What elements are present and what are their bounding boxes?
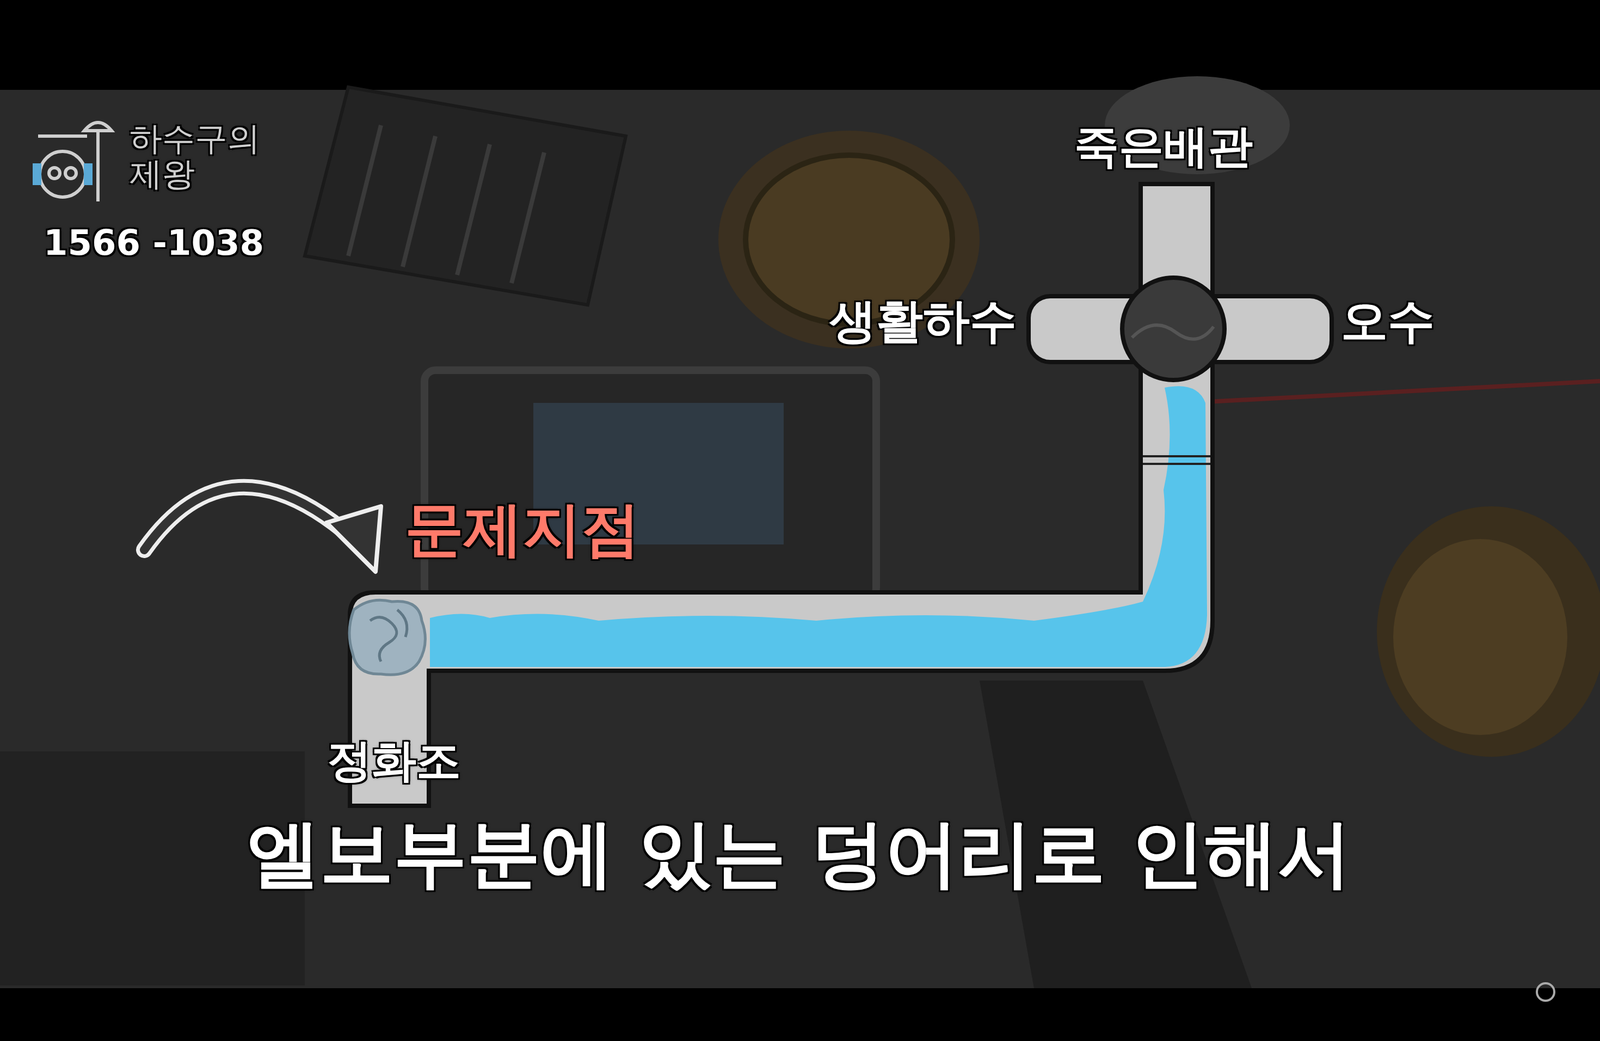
tank-label: 정화조 xyxy=(327,734,461,786)
pipe-label: 생활하수 xyxy=(829,293,1017,348)
pipe-label: 죽은배관 xyxy=(1074,120,1253,172)
channel-logo: 하수구의 제왕 xyxy=(129,120,261,192)
phone-number: 1566 -1038 xyxy=(43,223,264,264)
pipe-label: 오수 xyxy=(1340,293,1435,348)
problem-label: 문제지점 xyxy=(404,495,640,563)
subtitle-caption: 엘보부분에 있는 덩어리로 인해서 xyxy=(246,810,1352,896)
